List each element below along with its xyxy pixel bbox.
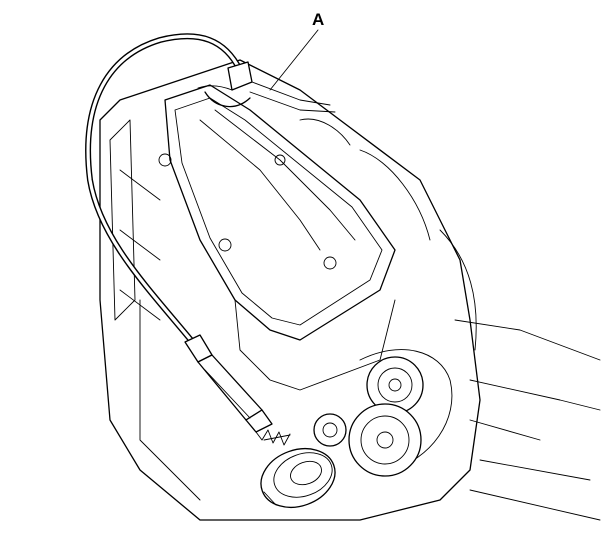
crankshaft-pulley bbox=[260, 448, 336, 508]
callout-a-leader bbox=[269, 29, 319, 91]
water-pump-pulley bbox=[348, 403, 422, 477]
timing-light-cable bbox=[85, 33, 243, 348]
idler-pulley bbox=[313, 413, 347, 447]
belt-drive bbox=[313, 349, 453, 477]
callout-label-a: A bbox=[312, 10, 325, 29]
inductive-clamp bbox=[197, 61, 336, 113]
timing-light bbox=[184, 334, 291, 446]
cylinder-head-cover bbox=[158, 84, 396, 391]
alternator-pulley bbox=[366, 356, 424, 414]
engine-block bbox=[99, 59, 601, 521]
